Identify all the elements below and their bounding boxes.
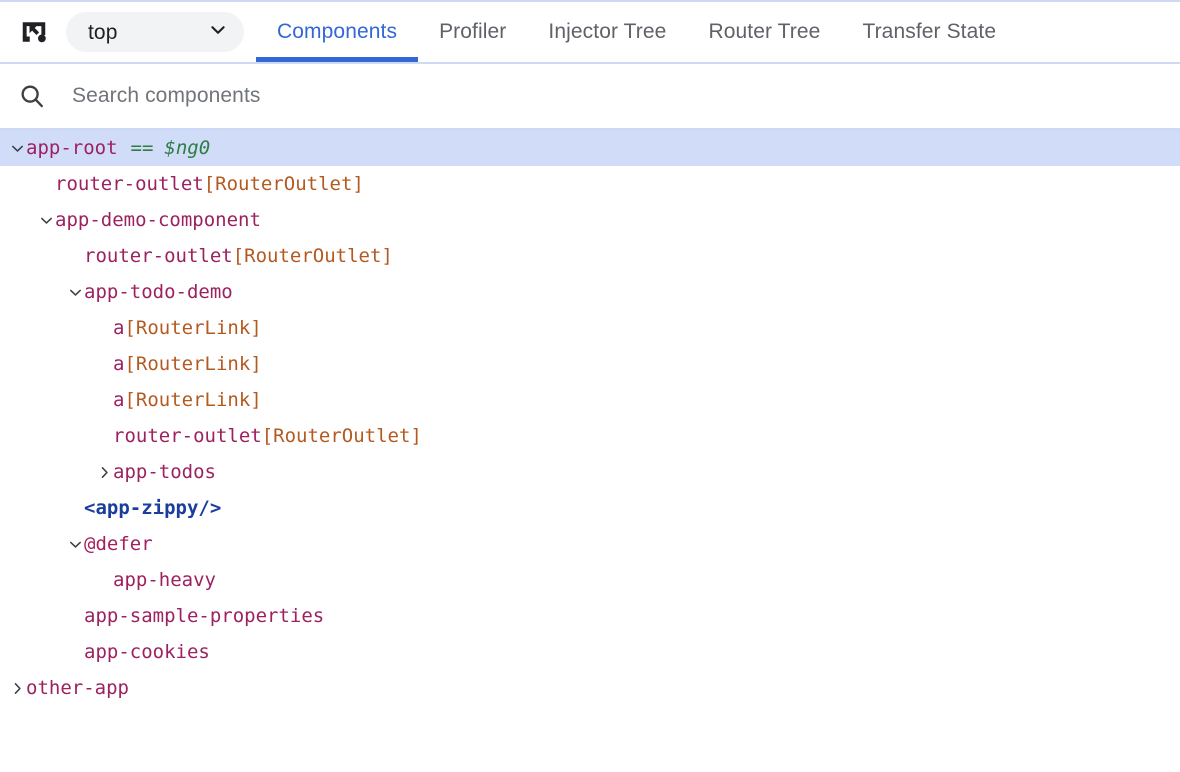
tab-injector-tree[interactable]: Injector Tree [527, 2, 687, 62]
chevron-down-icon[interactable] [8, 130, 26, 166]
component-name: a [113, 389, 125, 411]
inspect-element-icon [19, 17, 49, 47]
tree-row[interactable]: a[RouterLink] [0, 382, 1180, 418]
tree-row[interactable]: app-todo-demo [0, 274, 1180, 310]
component-name: app-demo-component [55, 209, 261, 231]
tree-row[interactable]: <app-zippy/> [0, 490, 1180, 526]
tab-components[interactable]: Components [256, 2, 419, 62]
twisty-spacer [95, 562, 113, 598]
chevron-down-icon[interactable] [37, 202, 55, 238]
tree-row[interactable]: app-sample-properties [0, 598, 1180, 634]
twisty-spacer [66, 634, 84, 670]
chevron-right-icon[interactable] [95, 454, 113, 490]
twisty-spacer [95, 382, 113, 418]
component-name: router-outlet [84, 245, 233, 267]
component-name: router-outlet [113, 425, 262, 447]
directive-name: [RouterOutlet] [261, 425, 422, 447]
tree-row[interactable]: router-outlet[RouterOutlet] [0, 238, 1180, 274]
tree-row[interactable]: a[RouterLink] [0, 310, 1180, 346]
component-name: <app-zippy/> [84, 497, 222, 519]
tree-row[interactable]: router-outlet[RouterOutlet] [0, 166, 1180, 202]
directive-name: [RouterLink] [124, 317, 262, 339]
twisty-spacer [66, 238, 84, 274]
toolbar: top Components Profiler Injector Tree Ro… [0, 2, 1180, 64]
tree-node-label: app-cookies [84, 634, 210, 670]
tree-node-label: router-outlet[RouterOutlet] [55, 166, 364, 202]
twisty-spacer [66, 490, 84, 526]
tree-row[interactable]: app-cookies [0, 634, 1180, 670]
twisty-spacer [95, 310, 113, 346]
directive-name: [RouterOutlet] [203, 173, 364, 195]
tree-node-label: <app-zippy/> [84, 490, 221, 526]
tree-node-label: a[RouterLink] [113, 382, 262, 418]
tree-node-label: a[RouterLink] [113, 310, 262, 346]
tab-bar: Components Profiler Injector Tree Router… [256, 2, 1017, 62]
twisty-spacer [66, 598, 84, 634]
component-name: app-sample-properties [84, 605, 325, 627]
tree-node-label: router-outlet[RouterOutlet] [84, 238, 393, 274]
search-input[interactable] [72, 81, 1180, 111]
component-name: a [113, 317, 125, 339]
chevron-down-icon[interactable] [66, 274, 84, 310]
tree-node-label: other-app [26, 670, 129, 706]
component-name: other-app [26, 677, 129, 699]
twisty-spacer [95, 418, 113, 454]
tab-router-tree[interactable]: Router Tree [687, 2, 841, 62]
component-name: app-root [26, 137, 118, 159]
chevron-right-icon[interactable] [8, 670, 26, 706]
chevron-down-icon[interactable] [66, 526, 84, 562]
equals-operator: == [130, 137, 154, 159]
tree-row[interactable]: app-root == $ng0 [0, 130, 1180, 166]
tree-row[interactable]: other-app [0, 670, 1180, 706]
tree-row[interactable]: app-heavy [0, 562, 1180, 598]
tree-node-label: app-todo-demo [84, 274, 233, 310]
directive-name: [RouterLink] [124, 353, 262, 375]
twisty-spacer [95, 346, 113, 382]
tree-node-label: app-sample-properties [84, 598, 324, 634]
component-name: app-cookies [84, 641, 210, 663]
chevron-down-icon [206, 18, 230, 47]
tree-node-label: app-heavy [113, 562, 216, 598]
tab-transfer-state[interactable]: Transfer State [841, 2, 1017, 62]
directive-name: [RouterLink] [124, 389, 262, 411]
tree-node-label: app-todos [113, 454, 216, 490]
search-bar [0, 64, 1180, 130]
inspect-element-button[interactable] [16, 14, 52, 50]
component-name: @defer [84, 533, 153, 555]
directive-name: [RouterOutlet] [232, 245, 393, 267]
component-name: app-todo-demo [84, 281, 233, 303]
tree-node-label: a[RouterLink] [113, 346, 262, 382]
tree-row[interactable]: @defer [0, 526, 1180, 562]
frame-select-value: top [88, 20, 118, 44]
tree-row[interactable]: app-demo-component [0, 202, 1180, 238]
tree-row[interactable]: a[RouterLink] [0, 346, 1180, 382]
tree-node-label: router-outlet[RouterOutlet] [113, 418, 422, 454]
tree-row[interactable]: app-todos [0, 454, 1180, 490]
search-icon [18, 82, 46, 110]
frame-select[interactable]: top [66, 12, 244, 52]
component-name: app-todos [113, 461, 216, 483]
tab-profiler[interactable]: Profiler [418, 2, 527, 62]
component-name: a [113, 353, 125, 375]
tree-row[interactable]: router-outlet[RouterOutlet] [0, 418, 1180, 454]
tree-node-label: @defer [84, 526, 153, 562]
component-name: router-outlet [55, 173, 204, 195]
twisty-spacer [37, 166, 55, 202]
tree-node-label: app-root == $ng0 [26, 130, 210, 166]
ng-console-variable: $ng0 [164, 137, 211, 159]
component-name: app-heavy [113, 569, 216, 591]
tree-node-label: app-demo-component [55, 202, 261, 238]
